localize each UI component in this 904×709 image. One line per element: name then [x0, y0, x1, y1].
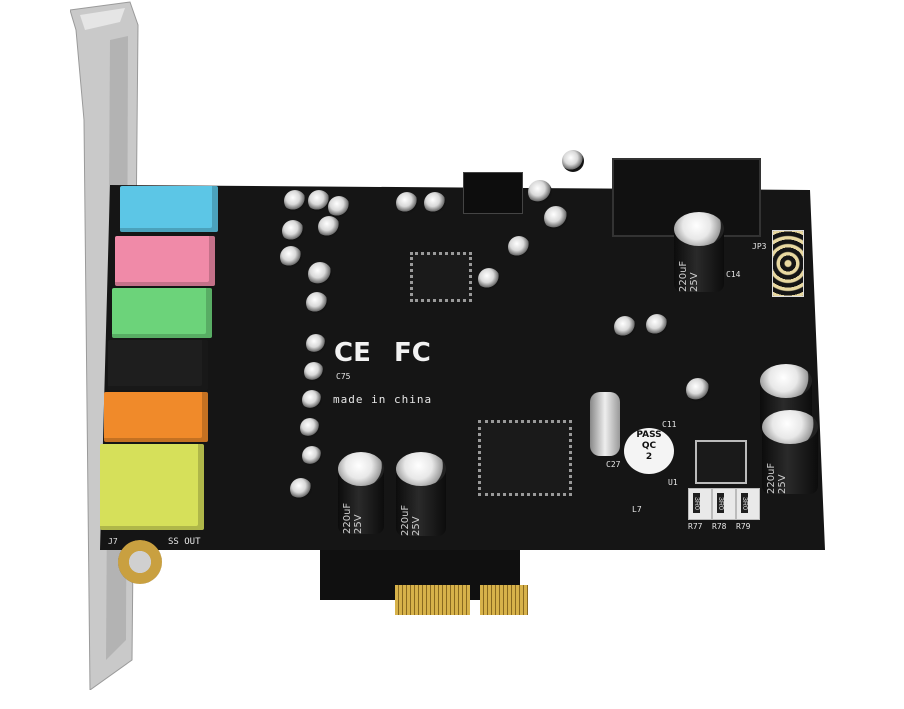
ss-out-label: SS OUT	[168, 537, 201, 547]
voltage-regulator	[695, 440, 747, 484]
pcie-gold-fingers	[395, 585, 470, 615]
capacitor-small	[280, 246, 302, 268]
r78-label: R78	[712, 522, 727, 531]
crystal-oscillator	[590, 392, 620, 456]
capacitor-small	[396, 192, 418, 214]
capacitor-small	[686, 378, 710, 402]
capacitor-small	[328, 196, 350, 218]
j7-label: J7	[108, 537, 118, 546]
c14-label: C14	[726, 270, 741, 279]
r79-label: R79	[736, 522, 751, 531]
c27-label: C27	[606, 460, 621, 469]
r77-label: R77	[688, 522, 703, 531]
capacitor-small	[306, 334, 326, 354]
capacitor-small	[478, 268, 500, 290]
jack-blue	[120, 186, 218, 232]
capacitor-small	[508, 236, 530, 258]
capacitor-small	[528, 180, 552, 204]
resistor-r78: 3R0	[712, 488, 736, 520]
jack-yellow	[100, 444, 204, 530]
capacitor-small	[282, 220, 304, 242]
qc-line2: QC	[641, 441, 657, 451]
resistor-r79: 3R0	[736, 488, 760, 520]
l7-label: L7	[632, 505, 642, 514]
capacitor-small	[290, 478, 312, 500]
made-in-china-label: made in china	[333, 393, 433, 406]
capacitor-small	[284, 190, 306, 212]
capacitor-small	[300, 418, 320, 438]
pin-header	[463, 172, 523, 214]
qc-line3: 2	[645, 452, 653, 462]
capacitor-small	[318, 216, 340, 238]
audio-codec-chip	[478, 420, 572, 496]
capacitor-small	[562, 150, 584, 172]
c11-label: C11	[662, 420, 677, 429]
qc-line1: PASS	[636, 430, 662, 440]
jack-pink	[115, 236, 215, 286]
fcc-mark: FC	[394, 338, 431, 368]
capacitor-small	[646, 314, 668, 336]
capacitor-220uf: 220uF 25V	[674, 212, 724, 292]
c75-label: C75	[336, 372, 351, 381]
capacitor-small	[424, 192, 446, 214]
capacitor-220uf: 220uF 25V	[396, 452, 446, 536]
capacitor-small	[308, 190, 330, 212]
capacitor-220uf: 220uF 25V	[762, 410, 818, 494]
u1-label: U1	[668, 478, 678, 487]
capacitor-small	[304, 362, 324, 382]
ce-mark: CE	[334, 338, 371, 368]
jp3-label: JP3	[752, 242, 767, 251]
jp3-header	[772, 230, 804, 297]
capacitor-small	[544, 206, 568, 230]
capacitor-small	[308, 262, 332, 286]
capacitor-small	[614, 316, 636, 338]
capacitor-small	[302, 390, 322, 410]
jack-orange	[104, 392, 208, 442]
jack-green	[112, 288, 212, 338]
circuit-board	[100, 185, 825, 600]
small-chip	[410, 252, 472, 302]
qc-pass-sticker: PASS QC 2	[624, 428, 674, 474]
jack-black	[108, 340, 208, 390]
capacitor-220uf: 220uF 25V	[338, 452, 384, 534]
pcie-gold-fingers-key	[480, 585, 528, 615]
coax-screw	[118, 540, 162, 584]
capacitor-small	[302, 446, 322, 466]
resistor-r77: 3R0	[688, 488, 712, 520]
capacitor-small	[306, 292, 328, 314]
